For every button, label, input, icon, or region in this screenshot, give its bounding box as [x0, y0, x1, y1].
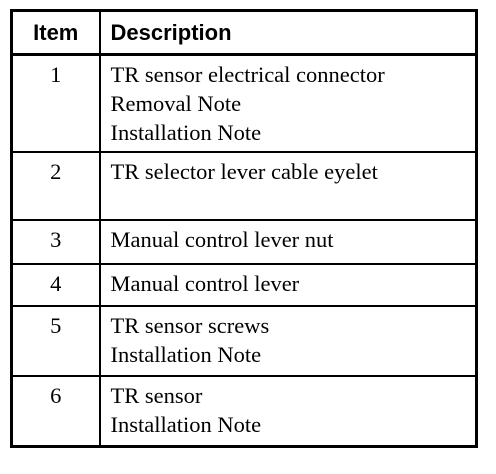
item-description: TR sensor electrical connector Removal N…: [98, 53, 478, 153]
item-column-header: Item: [10, 9, 101, 56]
table-header-row: Item Description: [10, 9, 478, 56]
table-row: 4 Manual control lever: [10, 263, 478, 307]
description-line: TR sensor: [110, 383, 203, 408]
parts-table: Item Description 1 TR sensor electrical …: [10, 9, 478, 448]
description-line: TR selector lever cable eyelet: [110, 159, 378, 184]
description-line: TR sensor electrical connector: [110, 62, 385, 87]
table-row: 6 TR sensor Installation Note: [10, 375, 478, 448]
table-row: 3 Manual control lever nut: [10, 219, 478, 265]
item-number: 1: [10, 53, 101, 153]
table-row: 1 TR sensor electrical connector Removal…: [10, 53, 478, 153]
installation-note-link[interactable]: Installation Note: [110, 120, 262, 145]
removal-note-link[interactable]: Removal Note: [110, 91, 242, 116]
description-line: Manual control lever nut: [110, 227, 334, 252]
item-description: Manual control lever nut: [98, 219, 478, 265]
item-number: 6: [10, 375, 101, 448]
item-number: 5: [10, 305, 101, 377]
description-line: TR sensor screws: [110, 313, 270, 338]
item-number: 3: [10, 219, 101, 265]
item-description: Manual control lever: [98, 263, 478, 307]
description-column-header: Description: [98, 9, 478, 56]
table-row: 5 TR sensor screws Installation Note: [10, 305, 478, 377]
item-description: TR sensor Installation Note: [98, 375, 478, 448]
description-line: Manual control lever: [110, 271, 300, 296]
item-number: 2: [10, 151, 101, 221]
item-description: TR selector lever cable eyelet: [98, 151, 478, 221]
table-row: 2 TR selector lever cable eyelet: [10, 151, 478, 221]
item-description: TR sensor screws Installation Note: [98, 305, 478, 377]
installation-note-link[interactable]: Installation Note: [110, 342, 262, 367]
installation-note-link[interactable]: Installation Note: [110, 412, 262, 437]
item-number: 4: [10, 263, 101, 307]
